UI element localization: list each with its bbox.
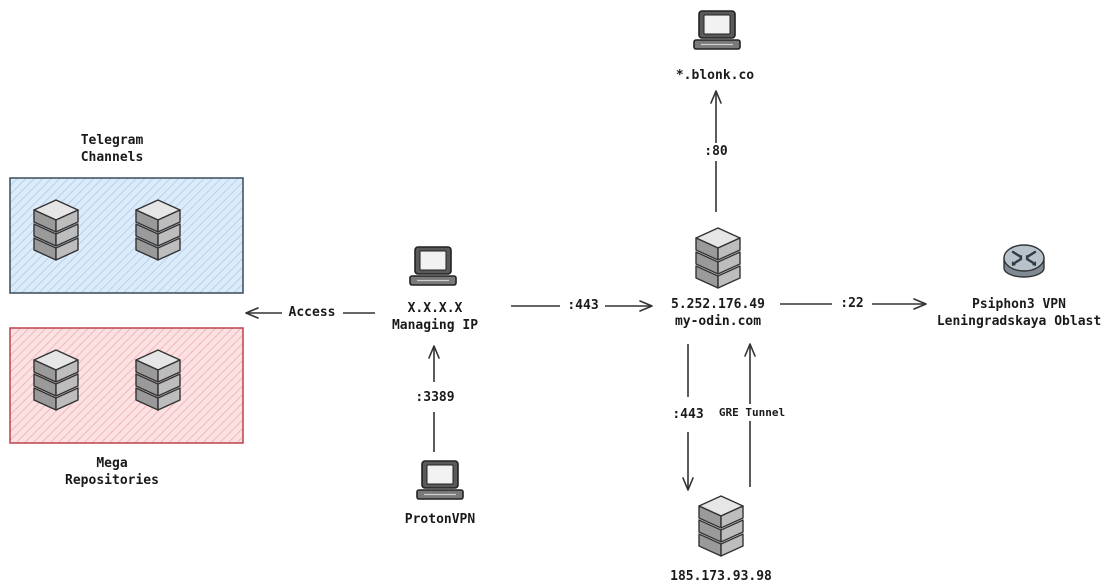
telegram-server-icon-1	[33, 199, 79, 261]
backend-server-icon	[698, 495, 744, 557]
mega-repositories-label: Mega Repositories	[65, 456, 159, 488]
telegram-channels-label: Telegram Channels	[80, 133, 144, 165]
protonvpn-laptop-icon	[416, 460, 464, 500]
mega-server-icon-1	[33, 349, 79, 411]
blonk-laptop-icon	[693, 10, 741, 50]
managing-ip-label: X.X.X.X Managing IP	[391, 301, 479, 333]
odin-blonk-edge-label: :80	[704, 144, 728, 159]
odin-label: 5.252.176.49 my-odin.com	[671, 297, 765, 329]
psiphon-label: Psiphon3 VPN Leningradskaya Oblast	[936, 297, 1102, 329]
odin-backend-edge-label: :443	[672, 407, 704, 422]
backend-ip-label: 185.173.93.98	[670, 569, 772, 584]
mega-server-icon-2	[135, 349, 181, 411]
gre-tunnel-edge-label: GRE Tunnel	[712, 404, 792, 421]
telegram-server-icon-2	[135, 199, 181, 261]
odin-server-icon	[695, 227, 741, 289]
protonvpn-label: ProtonVPN	[404, 512, 476, 527]
psiphon-router-icon	[1002, 243, 1046, 279]
managing-odin-edge-label: :443	[567, 298, 599, 313]
odin-psiphon-edge-label: :22	[840, 296, 864, 311]
rdp-edge-label: :3389	[415, 390, 455, 405]
access-edge-label: Access	[288, 305, 336, 320]
blonk-label: *.blonk.co	[675, 68, 755, 83]
managing-ip-laptop-icon	[409, 246, 457, 286]
